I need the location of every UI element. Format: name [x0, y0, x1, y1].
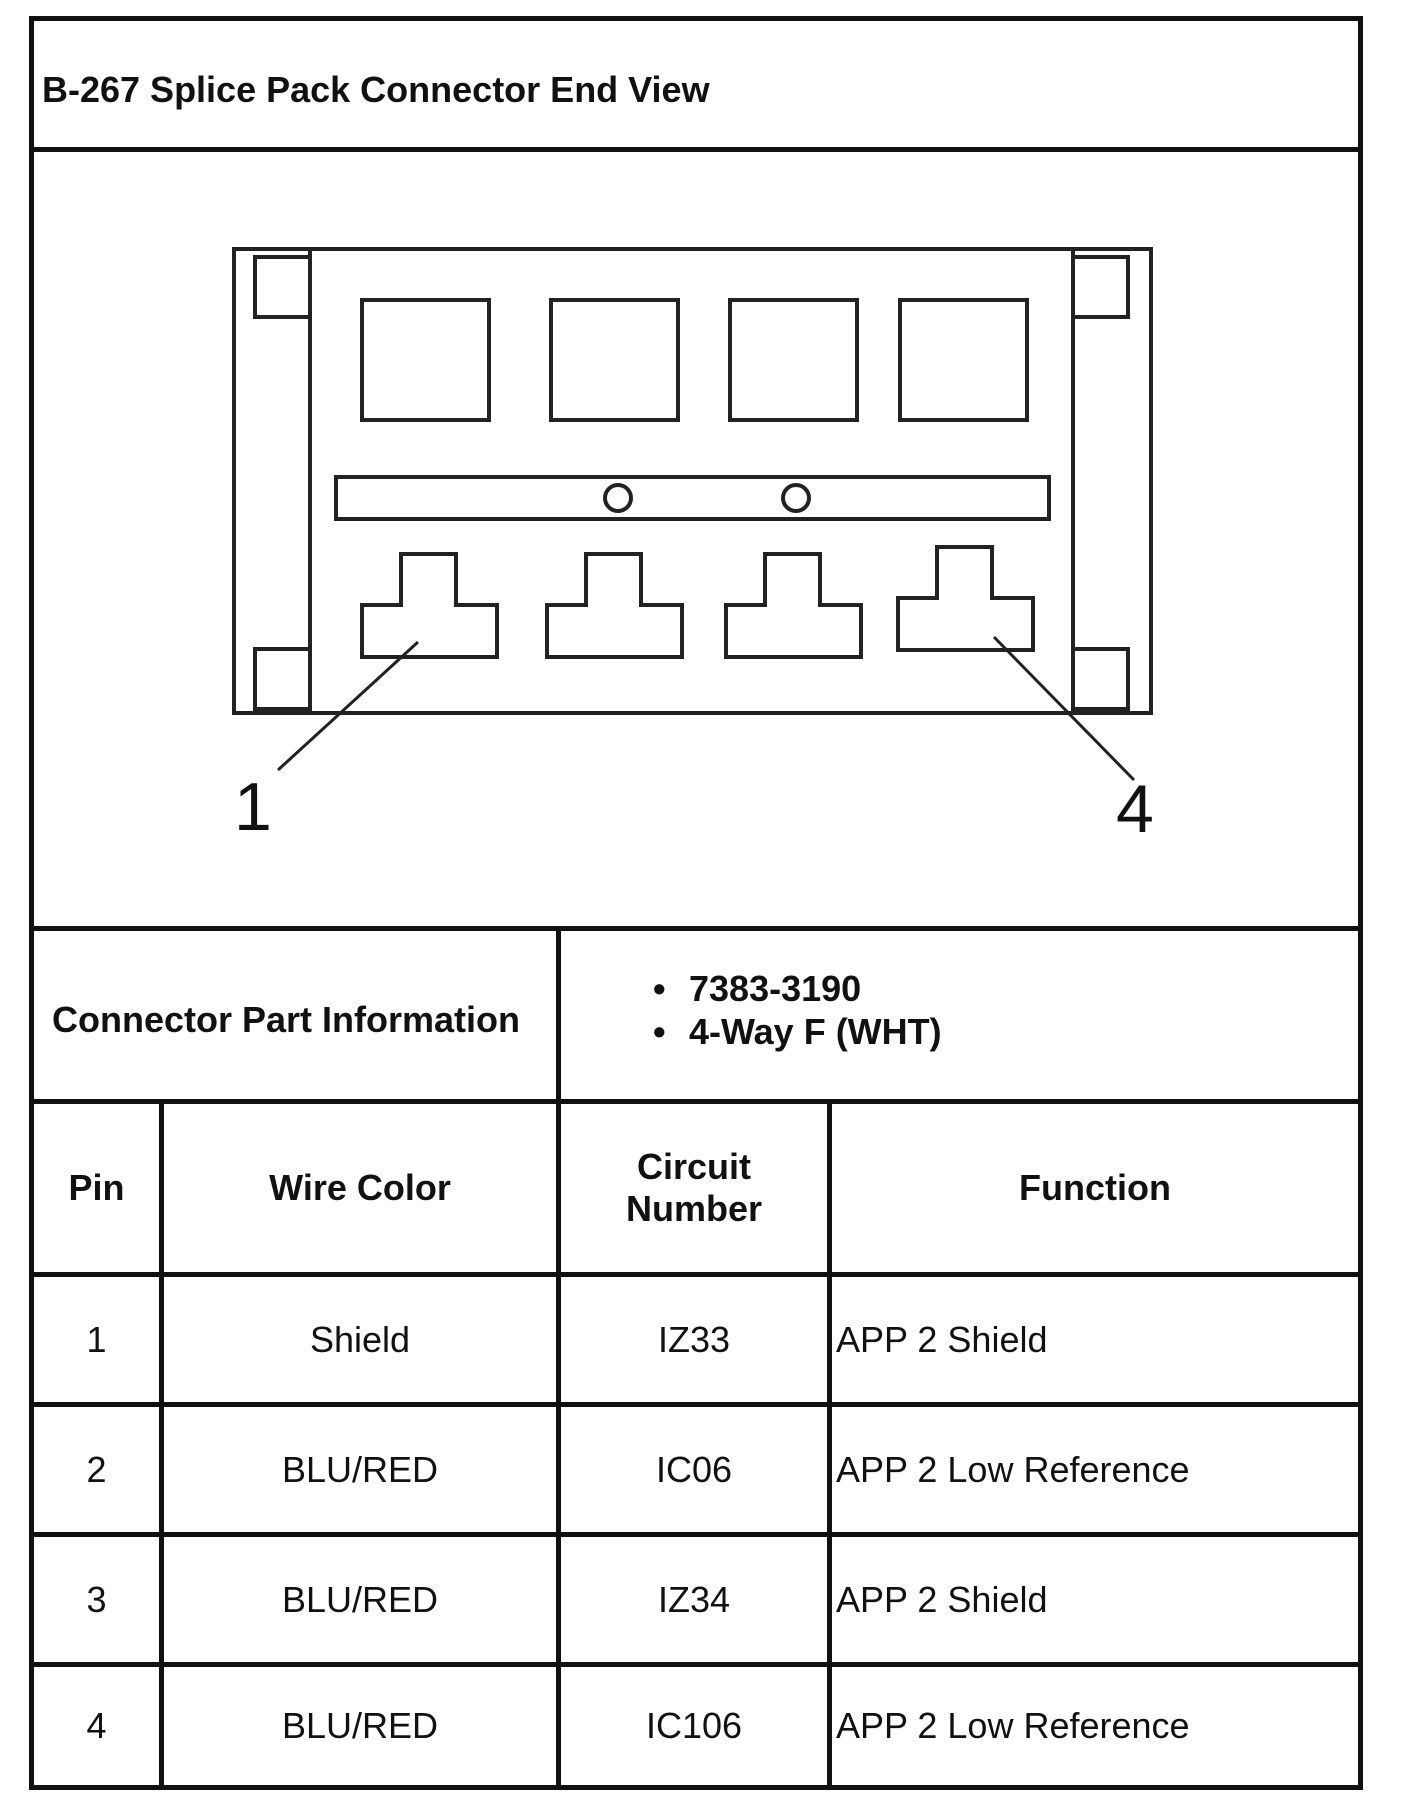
connector-part-info-label: Connector Part Information [52, 999, 521, 1040]
connector-part-info-row: Connector Part Information • 7383-3190 • 4… [34, 931, 1358, 1104]
page-title: B-267 Splice Pack Connector End View [42, 69, 710, 110]
header-circuit-line2: Number [625, 1188, 763, 1229]
pin-cell: 3 [34, 1537, 164, 1662]
title-row: B-267 Splice Pack Connector End View [34, 21, 1358, 152]
terminal-cavity-1 [360, 552, 499, 659]
wire-color-cell: BLU/RED [164, 1407, 561, 1532]
connector-part-info-label-cell: Connector Part Information [34, 931, 561, 1099]
table-row: 3 BLU/RED IZ34 APP 2 Shield [34, 1537, 1358, 1667]
connector-body [232, 247, 1153, 715]
header-function: Function [1019, 1167, 1171, 1208]
pin-4-callout: 4 [1116, 771, 1154, 847]
function-cell: APP 2 Shield [836, 1578, 1048, 1620]
pin-cell: 4 [34, 1667, 164, 1785]
pinout-table: Pin Wire Color Circuit Number Function 1… [34, 1104, 1358, 1785]
terminal-cavity-2 [545, 552, 684, 659]
table-row: 4 BLU/RED IC106 APP 2 Low Reference [34, 1667, 1358, 1785]
wire-color-cell: BLU/RED [164, 1537, 561, 1662]
pin-1-callout: 1 [234, 769, 272, 845]
circuit-cell: IZ33 [561, 1277, 832, 1402]
connector-drawing: 1 4 [232, 247, 1154, 847]
center-rib [334, 475, 1051, 521]
cavity-square-1 [360, 298, 491, 422]
connector-part-info-values: • 7383-3190 • 4-Way F (WHT) [561, 931, 1358, 1099]
wire-color-cell: BLU/RED [164, 1667, 561, 1785]
function-cell: APP 2 Low Reference [836, 1448, 1190, 1490]
wire-color-cell: Shield [164, 1277, 561, 1402]
circuit-cell: IZ34 [561, 1537, 832, 1662]
circuit-cell: IC06 [561, 1407, 832, 1532]
part-number-item: • 7383-3190 [653, 968, 861, 1010]
circuit-cell: IC106 [561, 1667, 832, 1785]
cavity-square-4 [898, 298, 1029, 422]
bullet-icon: • [653, 1011, 666, 1052]
header-wire-color: Wire Color [164, 1104, 561, 1272]
latch-top-left [253, 255, 312, 319]
function-cell: APP 2 Shield [836, 1318, 1048, 1360]
table-row: 1 Shield IZ33 APP 2 Shield [34, 1277, 1358, 1407]
leader-line-pin-1 [276, 640, 420, 772]
pin-cell: 2 [34, 1407, 164, 1532]
terminal-cavity-4 [896, 545, 1035, 652]
latch-top-right [1071, 255, 1130, 319]
connector-end-view-figure: 1 4 [34, 152, 1358, 931]
table-header-row: Pin Wire Color Circuit Number Function [34, 1104, 1358, 1277]
connector-sheet: B-267 Splice Pack Connector End View [29, 16, 1363, 1790]
leader-line-pin-4 [992, 635, 1136, 782]
header-circuit-number: Circuit Number [561, 1104, 832, 1272]
connector-type-item: • 4-Way F (WHT) [653, 1011, 942, 1053]
latch-bottom-right [1071, 647, 1130, 711]
header-pin: Pin [34, 1104, 164, 1272]
cavity-square-2 [549, 298, 680, 422]
table-row: 2 BLU/RED IC06 APP 2 Low Reference [34, 1407, 1358, 1537]
function-cell: APP 2 Low Reference [836, 1705, 1190, 1746]
rib-hole-left [603, 483, 633, 513]
cavity-square-3 [728, 298, 859, 422]
pin-cell: 1 [34, 1277, 164, 1402]
header-circuit-line1: Circuit [636, 1146, 751, 1187]
part-number: 7383-3190 [689, 968, 862, 1009]
rib-hole-right [781, 483, 811, 513]
terminal-cavity-3 [724, 552, 863, 659]
connector-type: 4-Way F (WHT) [689, 1011, 942, 1052]
bullet-icon: • [653, 968, 666, 1009]
latch-bottom-left [253, 647, 312, 711]
